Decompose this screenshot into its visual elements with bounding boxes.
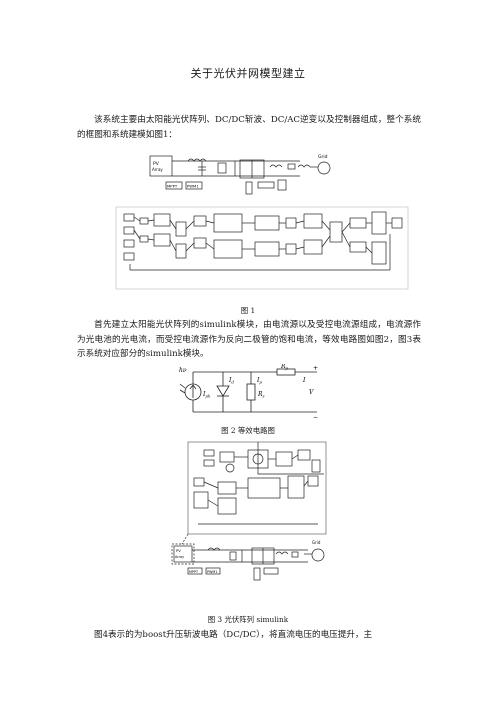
grid-source [317, 161, 331, 175]
ip-subscript: p [259, 380, 262, 385]
figure-1-system-diagram: PV Array Grid MPPT PWM1 [115, 154, 409, 290]
id-symbol: I [228, 377, 232, 384]
id-subscript: d [231, 380, 234, 385]
fig3-pwm1-label: PWM1 [207, 570, 217, 574]
plus-terminal: + [313, 365, 318, 372]
paragraph-boost-text: 图4表示的为boost升压斩波电路（DC/DC），将直流电压的电压提升，主 [94, 630, 373, 640]
fig3-pv-label-2: Array [175, 555, 184, 559]
fig3-pv-label: PV [176, 548, 181, 553]
figure-2-equivalent-circuit: hν Iph Id Ip Rs Rp I + V − [179, 364, 318, 421]
resistor-rp [276, 368, 296, 376]
i-out-label: I [302, 377, 306, 384]
rs-symbol: R [257, 391, 263, 398]
inductor-l1 [187, 158, 207, 162]
rs-label: Rs [257, 391, 265, 399]
rp-subscript: p [286, 366, 289, 371]
id-label: Id [228, 377, 234, 385]
iph-symbol: I [202, 391, 206, 398]
ip-label: Ip [256, 377, 262, 385]
fig3-mppt-label: MPPT [189, 570, 199, 574]
paragraph-intro-text: 该系统主要由太阳能光伏阵列、DC/DC斩波、DC/AC逆变以及控制器组成，整个系… [77, 115, 421, 140]
pv-array-label-2: Array [152, 167, 163, 172]
paragraph-pv-model-text: 首先建立太阳能光伏阵列的simulink模块，由电流源以及受控电流源组成，电流源… [77, 320, 421, 360]
paragraph-pv-model: 首先建立太阳能光伏阵列的simulink模块，由电流源以及受控电流源组成，电流源… [77, 318, 421, 362]
photon-label: hν [179, 367, 187, 374]
document-title: 关于光伏并网模型建立 [190, 67, 306, 80]
mppt-label: MPPT [167, 184, 178, 189]
rs-subscript: s [263, 394, 265, 399]
fig3-grid-label: Grid [312, 540, 321, 545]
highlight-box [171, 543, 195, 565]
figure-1-caption: 图 1 [240, 306, 256, 315]
ip-symbol: I [256, 377, 260, 384]
figure-2-caption: 图 2 等效电路图 [221, 426, 275, 435]
rp-symbol: R [280, 364, 286, 370]
iph-subscript: ph [205, 394, 211, 399]
minus-terminal: − [313, 414, 318, 421]
pwm1-block [185, 181, 203, 190]
resistor-rs [246, 383, 256, 401]
grid-label: Grid [318, 154, 328, 160]
figure-3-caption: 图 3 光伏阵列 simulink [207, 615, 289, 624]
paragraph-intro: 该系统主要由太阳能光伏阵列、DC/DC斩波、DC/AC逆变以及控制器组成，整个系… [77, 113, 421, 142]
v-out-label: V [309, 389, 314, 396]
diode [216, 385, 230, 397]
pwm1-label: PWM1 [187, 184, 199, 189]
iph-label: Iph [202, 391, 211, 399]
rp-label: Rp [280, 364, 289, 371]
pv-array-label: PV [153, 161, 160, 167]
figure-3-simulink: PV Array Grid MPPT PWM1 [171, 441, 327, 581]
mppt-block [165, 181, 183, 190]
paragraph-boost: 图4表示的为boost升压斩波电路（DC/DC），将直流电压的电压提升，主 [77, 628, 421, 643]
pv-array-block [149, 155, 173, 177]
